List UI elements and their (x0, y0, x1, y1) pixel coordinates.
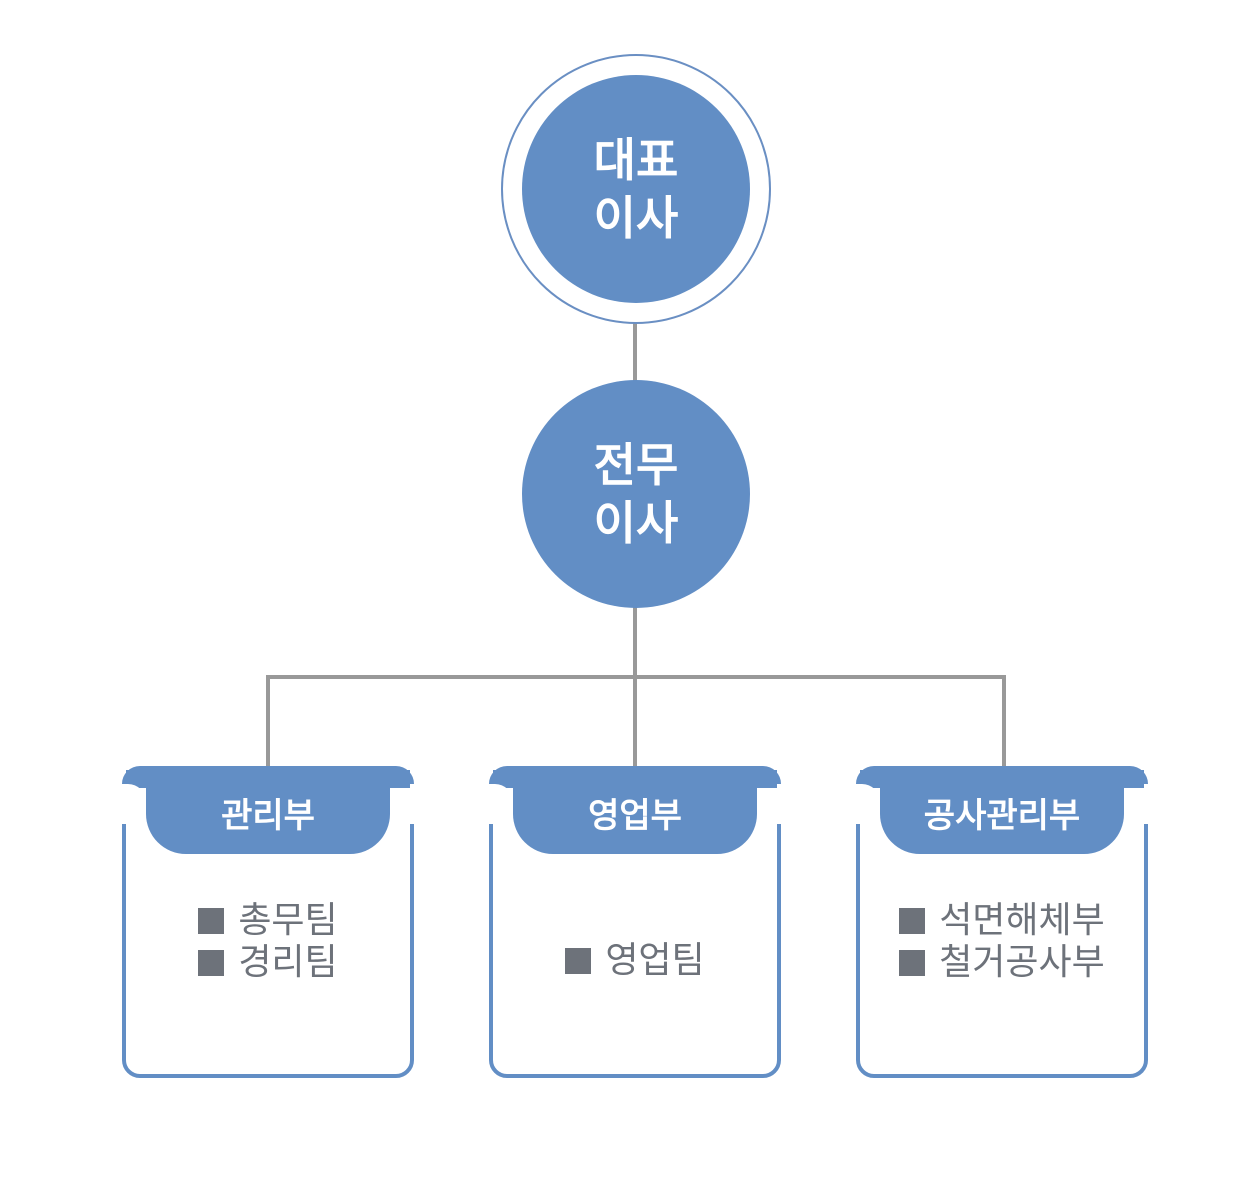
department-name: 공사관리부 (923, 795, 1081, 836)
team-name: 영업팀 (605, 940, 705, 981)
team-item: 경리팀 (198, 942, 338, 984)
ceo-title-line1: 대표 (593, 133, 679, 187)
team-item: 영업팀 (565, 940, 705, 982)
managing-director-node: 전무 이사 (522, 380, 750, 608)
connector-to-dept-1 (266, 675, 270, 767)
team-item: 철거공사부 (899, 942, 1105, 984)
department-header: 공사관리부 (856, 770, 1148, 854)
square-bullet-icon (899, 908, 926, 934)
department-card-construction: 공사관리부 석면해체부 철거공사부 (856, 766, 1148, 1078)
team-name: 철거공사부 (939, 942, 1105, 983)
team-name: 석면해체부 (939, 900, 1105, 941)
team-name: 경리팀 (238, 942, 338, 983)
team-item: 석면해체부 (899, 900, 1105, 942)
team-list: 총무팀 경리팀 (126, 900, 410, 984)
team-list: 석면해체부 철거공사부 (860, 900, 1144, 984)
team-list: 영업팀 (493, 940, 777, 982)
department-card-admin: 관리부 총무팀 경리팀 (122, 766, 414, 1078)
connector-horizontal-bus (266, 675, 1006, 679)
connector-to-dept-3 (1002, 675, 1006, 767)
square-bullet-icon (198, 950, 225, 976)
team-item: 총무팀 (198, 900, 338, 942)
department-header: 영업부 (489, 770, 781, 854)
ceo-title-line2: 이사 (593, 191, 679, 245)
director-title-line1: 전무 (593, 438, 679, 492)
square-bullet-icon (198, 908, 225, 934)
connector-ceo-to-director (633, 298, 637, 384)
square-bullet-icon (565, 948, 592, 974)
department-name: 영업부 (588, 795, 682, 836)
ceo-node: 대표 이사 (522, 75, 750, 303)
department-header: 관리부 (122, 770, 414, 854)
department-card-sales: 영업부 영업팀 (489, 766, 781, 1078)
department-name: 관리부 (221, 795, 315, 836)
team-name: 총무팀 (238, 900, 338, 941)
connector-director-to-bus (633, 603, 637, 767)
director-title-line2: 이사 (593, 496, 679, 550)
square-bullet-icon (899, 950, 926, 976)
